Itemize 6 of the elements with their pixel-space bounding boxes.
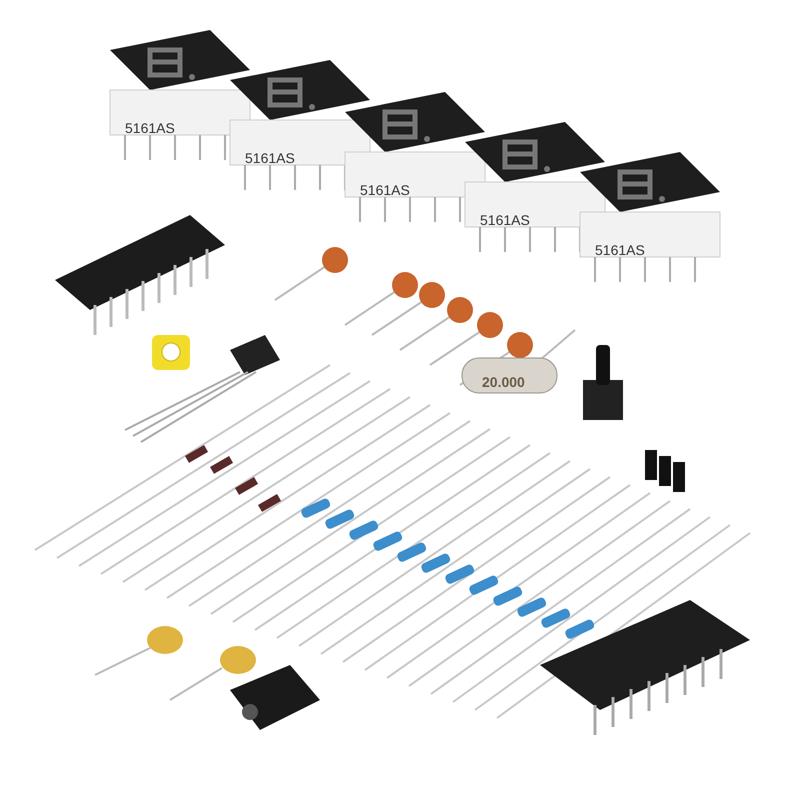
display-part-number: 5161AS	[480, 211, 530, 230]
display-part-number: 5161AS	[595, 241, 645, 260]
display-part-number: 5161AS	[125, 119, 175, 138]
display-part-number: 5161AS	[245, 149, 295, 168]
crystal-frequency-label: 20.000	[482, 373, 525, 392]
display-part-number: 5161AS	[360, 181, 410, 200]
